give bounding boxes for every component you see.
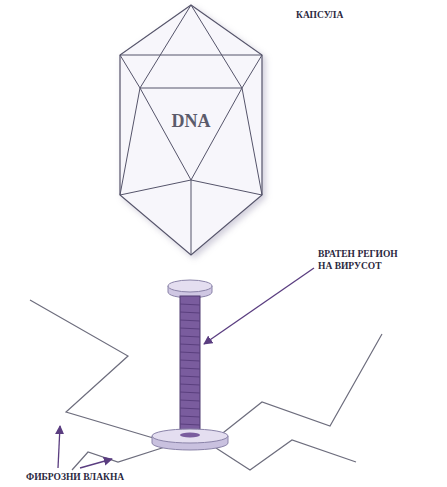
capsid-facet [120,55,140,88]
part-label: КАПСУЛА [296,10,343,22]
tail-fibers [30,300,382,470]
capsid-shell [120,5,262,255]
capsid-facet [120,180,191,195]
part-label: ВРАТЕН РЕГИОН НА ВИРУСОТ [318,249,410,273]
capsid-facet [120,88,140,195]
capsid-facet [191,5,242,88]
capsid-facet [120,55,262,56]
capsid-facet [140,5,191,88]
dna-label: DNA [172,111,211,132]
capsid-facet [191,88,242,180]
capsid-facet [140,88,242,89]
capsid-facet [191,180,262,195]
base-plate [152,429,228,450]
capsid-facet [140,88,191,180]
part-label: ФИБРОЗНИ ВЛАКНА [26,472,124,484]
collar [168,280,212,298]
leader-arrows [58,268,314,468]
capsid: DNA [118,3,264,257]
capsid-facet [242,88,262,195]
tail-sheath [180,296,200,432]
capsid-facet [242,55,262,88]
capsid-facet [191,180,192,255]
